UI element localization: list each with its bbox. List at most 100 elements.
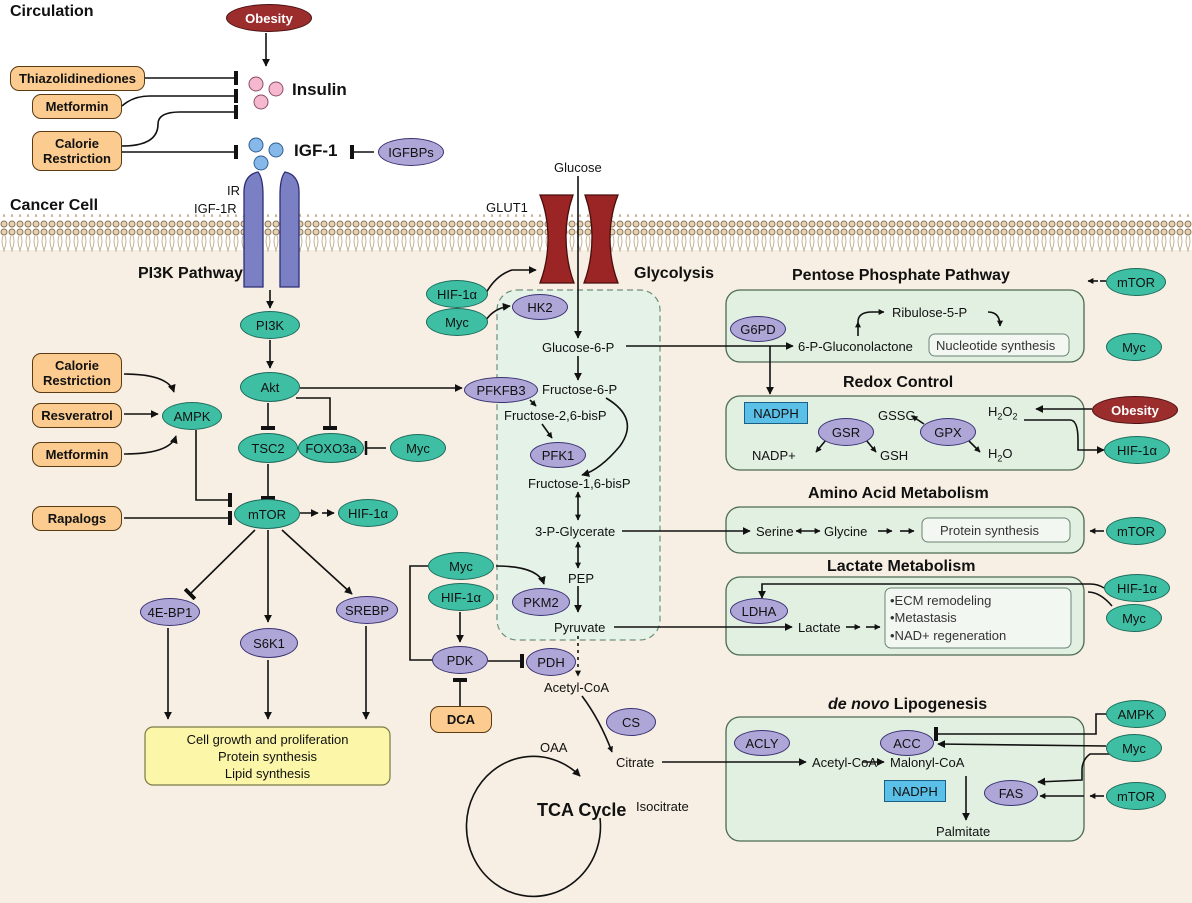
protein-synthesis-box	[921, 517, 1071, 543]
edge-gsr-nadpplus	[815, 439, 827, 453]
acetyl-coa-mito: Acetyl-CoA	[544, 680, 610, 695]
cr-line-2: Restriction	[43, 151, 111, 166]
lipogenesis-title: de novo Lipogenesis	[828, 696, 988, 713]
edge-gsr-gsh	[865, 439, 877, 453]
edge-segment	[121, 33, 1116, 821]
edge-acetylcoa-citrate	[581, 695, 613, 753]
insulin-label: Insulin	[292, 80, 347, 99]
citrate: Citrate	[616, 755, 655, 770]
hif1a-node-mtor: HIF-1α	[338, 499, 398, 527]
nadph-node-redox: NADPH	[744, 402, 808, 424]
pfk1-node: PFK1	[530, 442, 586, 468]
srebp-node: SREBP	[336, 596, 398, 624]
lipogenesis-title-italic: de novo	[828, 696, 890, 713]
edge-metformin-insulin	[121, 89, 238, 107]
edge-metformin-ampk	[123, 435, 178, 455]
igf1-molecules	[248, 137, 284, 171]
glut1-transporter-left	[539, 194, 575, 284]
lactate-outcome-2: •Metastasis	[890, 610, 957, 625]
cs-node: CS	[606, 708, 656, 736]
tsc2-node: TSC2	[238, 433, 298, 463]
nadp-plus: NADP+	[752, 448, 796, 463]
pi3k-pathway-title: PI3K Pathway	[138, 265, 243, 282]
fas-node: FAS	[984, 780, 1038, 806]
metformin-node-top: Metformin	[32, 94, 122, 119]
pkm2-node: PKM2	[512, 588, 570, 616]
isocitrate: Isocitrate	[636, 799, 689, 814]
gpx-node: GPX	[920, 418, 976, 446]
igf1-label: IGF-1	[294, 141, 338, 160]
igf1r-label: IGF-1R	[194, 201, 237, 216]
pep: PEP	[568, 571, 595, 586]
tca-cycle-loop	[465, 755, 602, 898]
mtor-node: mTOR	[234, 499, 300, 529]
outcome-line-2: Protein synthesis	[218, 748, 317, 764]
fructose-26-bisp: Fructose-2,6-bisP	[504, 408, 607, 423]
protein-synthesis: Protein synthesis	[940, 523, 1039, 538]
gssg: GSSG	[878, 408, 916, 423]
myc-node-glycolysis: Myc	[426, 308, 488, 336]
acly-node: ACLY	[734, 730, 790, 756]
pi3k-node: PI3K	[240, 311, 300, 339]
cr2-line-2: Restriction	[43, 373, 111, 388]
ir-label: IR	[227, 183, 240, 198]
lactate-outcomes-box	[884, 587, 1072, 649]
edge-ribulose-nucleotide	[987, 311, 1003, 327]
ir-igf1r-receptor-right	[279, 171, 300, 288]
ampk-node-lipo: AMPK	[1106, 700, 1166, 728]
edge-ampk-mtor	[195, 430, 232, 507]
edge-myc-acc	[937, 740, 1107, 749]
pdh-node: PDH	[526, 648, 576, 676]
akt-node: Akt	[240, 372, 300, 402]
cr2-line-1: Calorie	[54, 358, 100, 373]
h2o2-sub2: 2	[1012, 411, 1018, 422]
oaa: OAA	[540, 740, 568, 755]
edge-hif1a-glut1	[485, 266, 537, 294]
fructose-16-bisp: Fructose-1,6-bisP	[528, 476, 631, 491]
edge-mtor-4ebp1	[183, 529, 256, 601]
s6k1-node: S6K1	[240, 628, 298, 658]
pdk-node: PDK	[432, 646, 488, 674]
edge-myc-hk2	[485, 302, 511, 321]
edge-segment	[253, 94, 269, 110]
glucose-label: Glucose	[554, 160, 602, 175]
lactate-title: Lactate Metabolism	[827, 558, 976, 575]
myc-node-lipo: Myc	[1106, 734, 1162, 762]
outcome-line-1: Cell growth and proliferation	[186, 731, 349, 747]
h2o2-h: H	[988, 404, 998, 419]
outcome-box	[144, 726, 391, 786]
edge-myc-ldha	[1087, 591, 1113, 607]
edge-f6p-f16bp	[581, 397, 629, 477]
ir-igf1r-receptor-left	[243, 171, 264, 288]
pfkfb3-node: PFKFB3	[464, 377, 538, 403]
thiazolidinediones-node: Thiazolidinediones	[10, 66, 145, 91]
obesity-node-redox: Obesity	[1092, 396, 1178, 424]
lipogenesis-title-rest: Lipogenesis	[889, 696, 988, 713]
ppp-title: Pentose Phosphate Pathway	[792, 267, 1010, 284]
edge-gpx-gssg	[911, 415, 925, 425]
glut1-label: GLUT1	[486, 200, 528, 215]
rapalogs-node: Rapalogs	[32, 506, 122, 531]
3-p-glycerate: 3-P-Glycerate	[535, 524, 616, 539]
edge-segment	[248, 137, 264, 153]
hif1a-node-lactate: HIF-1α	[1104, 574, 1170, 602]
resveratrol-node: Resveratrol	[32, 403, 122, 428]
palmitate: Palmitate	[936, 824, 991, 839]
metformin-node: Metformin	[32, 442, 122, 467]
h2o2-sub1: 2	[997, 411, 1003, 422]
h2o: H2O	[988, 446, 1013, 467]
ldha-node: LDHA	[730, 598, 788, 624]
circulation-label: Circulation	[10, 3, 94, 20]
lactate-outcome-3: •NAD+ regeneration	[890, 628, 1007, 643]
4ebp1-node: 4E-BP1	[140, 598, 200, 626]
hif1a-node-redox: HIF-1α	[1104, 436, 1170, 464]
nucleotide-synthesis: Nucleotide synthesis	[936, 338, 1056, 353]
h2o-o: O	[1002, 446, 1013, 461]
acc-node: ACC	[880, 730, 934, 756]
myc-node-lactate: Myc	[1106, 604, 1162, 632]
glut1-transporter-right	[583, 194, 619, 284]
